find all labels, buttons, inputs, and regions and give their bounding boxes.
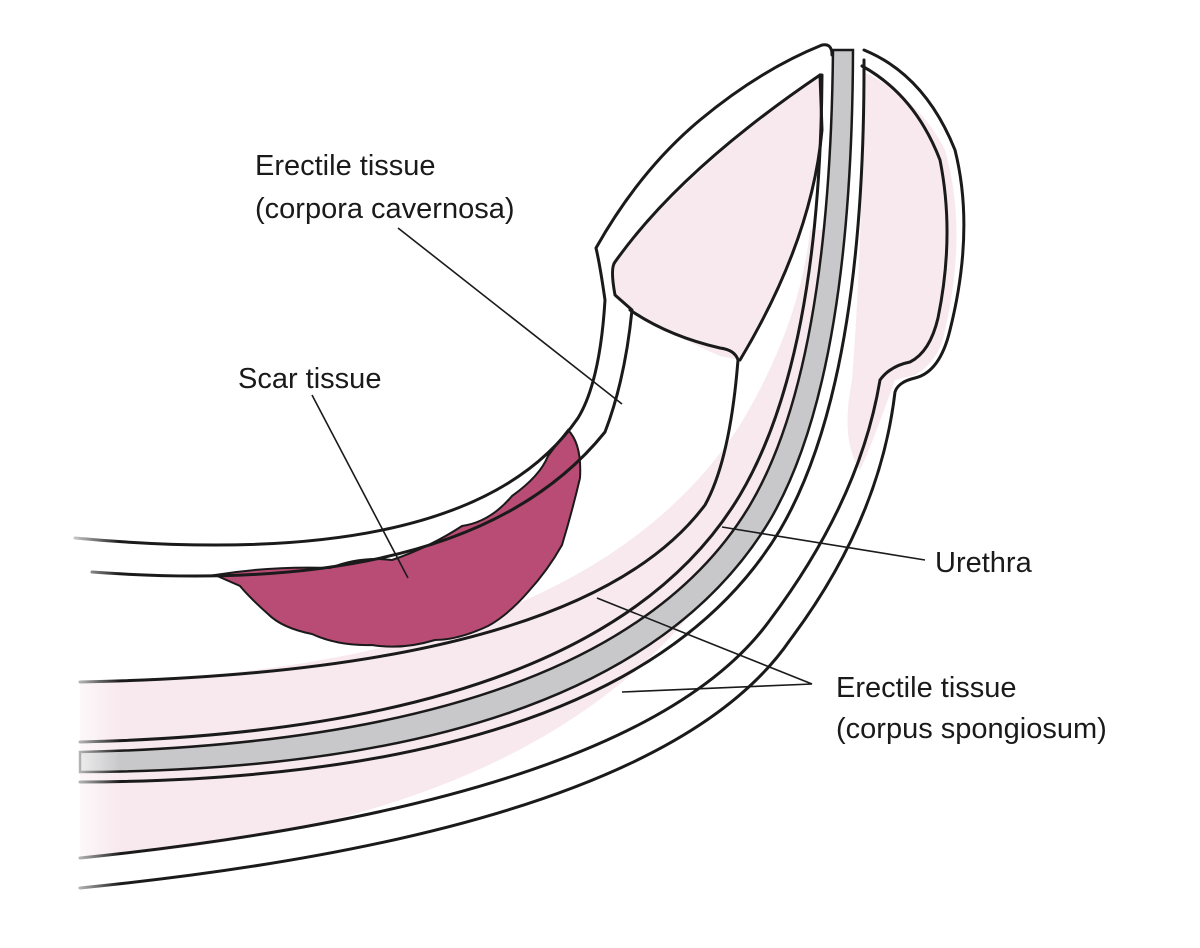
urethra-outer-line <box>78 58 866 784</box>
leader-urethra <box>721 526 926 561</box>
label-spongiosum-line1: Erectile tissue <box>836 672 1017 704</box>
leader-scar <box>311 394 409 579</box>
dorsal-outer-skin-line <box>73 43 834 547</box>
dorsal-inner-skin-line <box>90 73 822 578</box>
leader-cavernosa <box>397 227 623 405</box>
urethra-inner-line <box>78 73 824 744</box>
label-urethra: Urethra <box>935 547 1033 579</box>
cavernosa-boundary-line <box>78 308 740 684</box>
urethra-tube <box>78 48 855 774</box>
left-edge-fade <box>60 520 120 910</box>
scar-tissue-plaque <box>211 428 582 648</box>
glans-right-region <box>847 72 957 470</box>
corpus-spongiosum-shaft <box>80 230 840 858</box>
label-cavernosa-line2: (corpora cavernosa) <box>255 193 515 225</box>
glans-right-inner-outline <box>78 64 949 860</box>
leader-spongiosum-upper <box>596 597 813 685</box>
label-cavernosa-line1: Erectile tissue <box>255 150 436 182</box>
label-spongiosum-line2: (corpus spongiosum) <box>836 713 1107 745</box>
glans-region <box>612 72 822 360</box>
leader-spongiosum-lower <box>621 683 813 693</box>
glans-right-outline <box>78 48 966 890</box>
label-scar: Scar tissue <box>238 363 381 395</box>
